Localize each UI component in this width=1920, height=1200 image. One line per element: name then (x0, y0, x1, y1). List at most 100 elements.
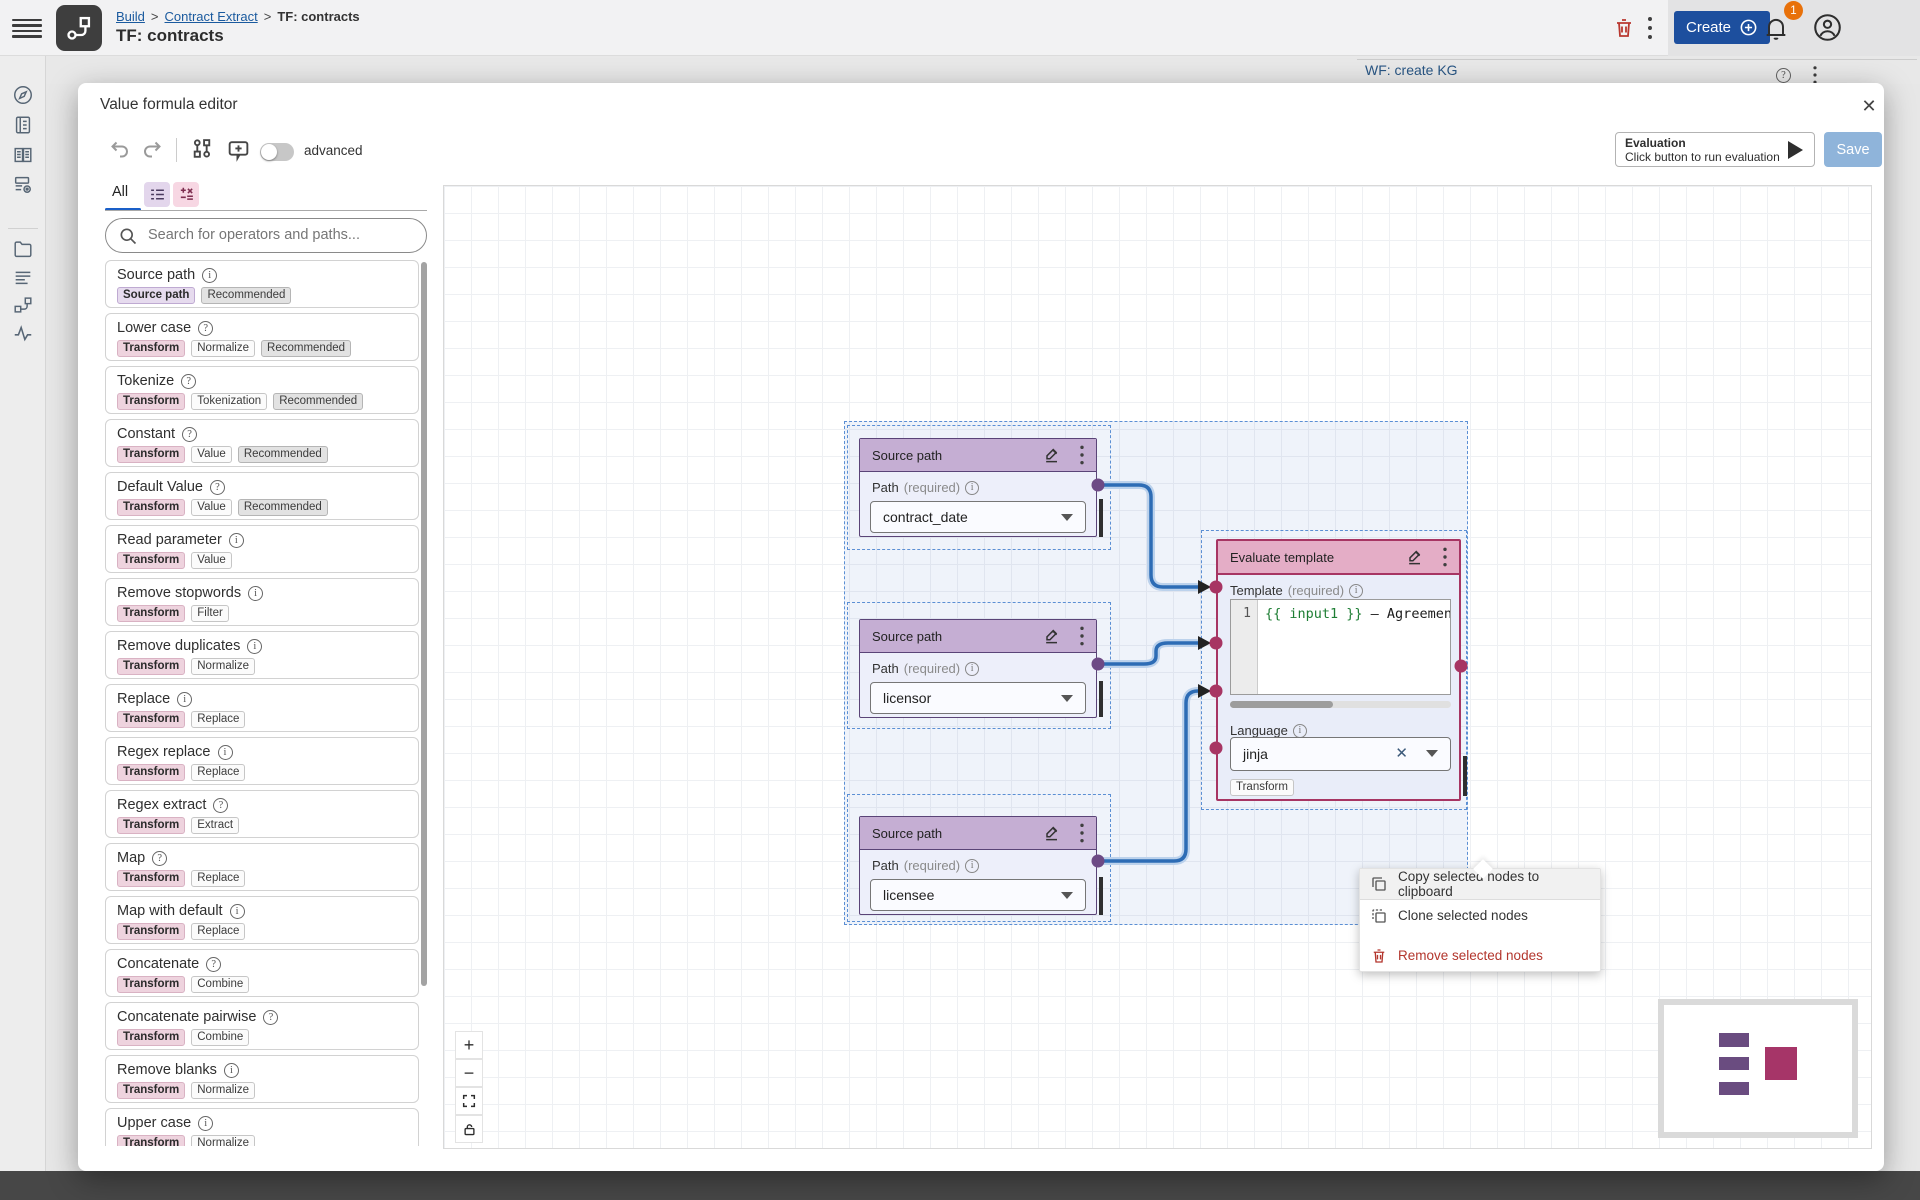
node-header[interactable]: Evaluate template (1218, 541, 1459, 575)
tab-all[interactable]: All (112, 184, 129, 200)
operator-name: Remove stopwords (117, 585, 242, 601)
search-input[interactable] (148, 220, 416, 250)
menu-item-clone-nodes[interactable]: Clone selected nodes (1360, 900, 1600, 931)
chip-transform: Transform (117, 552, 186, 569)
source-path-node[interactable]: Source path Path (required) i licensor (859, 619, 1097, 718)
hamburger-menu-icon[interactable] (12, 15, 42, 41)
edit-icon[interactable] (1405, 547, 1427, 567)
edit-icon[interactable] (1042, 823, 1064, 843)
code-hscrollbar-thumb[interactable] (1230, 701, 1333, 708)
close-icon[interactable]: ✕ (1861, 95, 1877, 116)
node-header[interactable]: Source path (860, 439, 1096, 472)
tab-operators-icon[interactable] (173, 182, 199, 207)
explore-icon[interactable] (12, 84, 34, 106)
node-menu-icon[interactable] (1443, 547, 1447, 567)
node-header[interactable]: Source path (860, 817, 1096, 850)
activity-monitor-icon[interactable] (12, 322, 34, 344)
undo-icon[interactable] (108, 138, 132, 162)
background-workflow-title: WF: create KG (1365, 62, 1458, 78)
save-button[interactable]: Save (1824, 132, 1882, 167)
path-select[interactable]: licensee (870, 879, 1086, 911)
chevron-down-icon (1061, 514, 1073, 521)
path-select[interactable]: licensor (870, 682, 1086, 714)
operator-search (105, 218, 427, 253)
formula-canvas[interactable]: Source path Path (required) i contract_d… (443, 185, 1872, 1149)
breadcrumb-contract-extract[interactable]: Contract Extract (164, 9, 258, 24)
operator-list-scrollbar[interactable] (421, 262, 427, 986)
code-hscrollbar[interactable] (1230, 701, 1451, 708)
input-port[interactable] (1209, 684, 1223, 698)
source-path-node[interactable]: Source path Path (required) i contract_d… (859, 438, 1097, 537)
advanced-toggle[interactable] (260, 143, 294, 161)
app-logo[interactable] (56, 5, 102, 51)
info-icon: i (177, 691, 193, 707)
info-icon: i (247, 638, 263, 654)
clear-icon[interactable]: ✕ (1395, 745, 1408, 762)
run-evaluation-play-icon[interactable] (1788, 141, 1803, 159)
user-avatar[interactable] (1812, 12, 1843, 43)
edit-icon[interactable] (1042, 445, 1064, 465)
node-menu-icon[interactable] (1080, 823, 1084, 843)
path-select[interactable]: contract_date (870, 501, 1086, 533)
source-path-node[interactable]: Source path Path (required) i licensee (859, 816, 1097, 915)
data-review-icon[interactable] (12, 174, 34, 196)
redo-icon[interactable] (140, 138, 164, 162)
output-port[interactable] (1091, 657, 1105, 671)
input-port[interactable] (1209, 636, 1223, 650)
edit-icon[interactable] (1042, 626, 1064, 646)
node-menu-icon[interactable] (1080, 626, 1084, 646)
node-header[interactable]: Source path (860, 620, 1096, 653)
folder-icon[interactable] (12, 238, 34, 260)
header-overflow-menu-icon[interactable] (1648, 17, 1652, 39)
logs-list-icon[interactable] (12, 266, 34, 288)
notifications-bell-icon[interactable] (1762, 14, 1790, 42)
minimap[interactable] (1658, 999, 1858, 1138)
notebook-icon[interactable] (12, 114, 34, 136)
node-menu-icon[interactable] (1080, 445, 1084, 465)
zoom-out-button[interactable]: − (455, 1059, 483, 1087)
menu-item-remove-nodes[interactable]: Remove selected nodes (1360, 940, 1600, 971)
zoom-in-button[interactable]: + (455, 1031, 483, 1059)
workflow-icon[interactable] (12, 294, 34, 316)
tab-paths-icon[interactable] (144, 182, 170, 207)
template-code-editor[interactable]: 1 {{ input1 }} — Agreement bet (1230, 599, 1451, 695)
chip-category: Replace (191, 870, 246, 887)
language-select[interactable]: jinja ✕ (1230, 737, 1451, 771)
fit-view-button[interactable] (455, 1087, 483, 1115)
output-port[interactable] (1091, 854, 1105, 868)
add-comment-icon[interactable] (226, 137, 250, 162)
operator-name: Map with default (117, 903, 223, 919)
input-port[interactable] (1209, 580, 1223, 594)
output-port[interactable] (1454, 659, 1468, 673)
output-port[interactable] (1091, 478, 1105, 492)
input-port[interactable] (1209, 741, 1223, 755)
menu-item-label: Remove selected nodes (1398, 948, 1543, 963)
library-icon[interactable] (12, 144, 34, 166)
plus-circle-icon (1740, 19, 1757, 36)
auto-layout-nodes-icon[interactable] (190, 137, 214, 161)
breadcrumb-build[interactable]: Build (116, 9, 145, 24)
delete-icon[interactable] (1612, 16, 1638, 42)
overflow-menu-icon (1813, 66, 1817, 84)
create-button[interactable]: Create (1674, 11, 1771, 44)
lock-button[interactable] (455, 1115, 483, 1143)
evaluate-template-node[interactable]: Evaluate template Template (required) i … (1216, 539, 1461, 801)
